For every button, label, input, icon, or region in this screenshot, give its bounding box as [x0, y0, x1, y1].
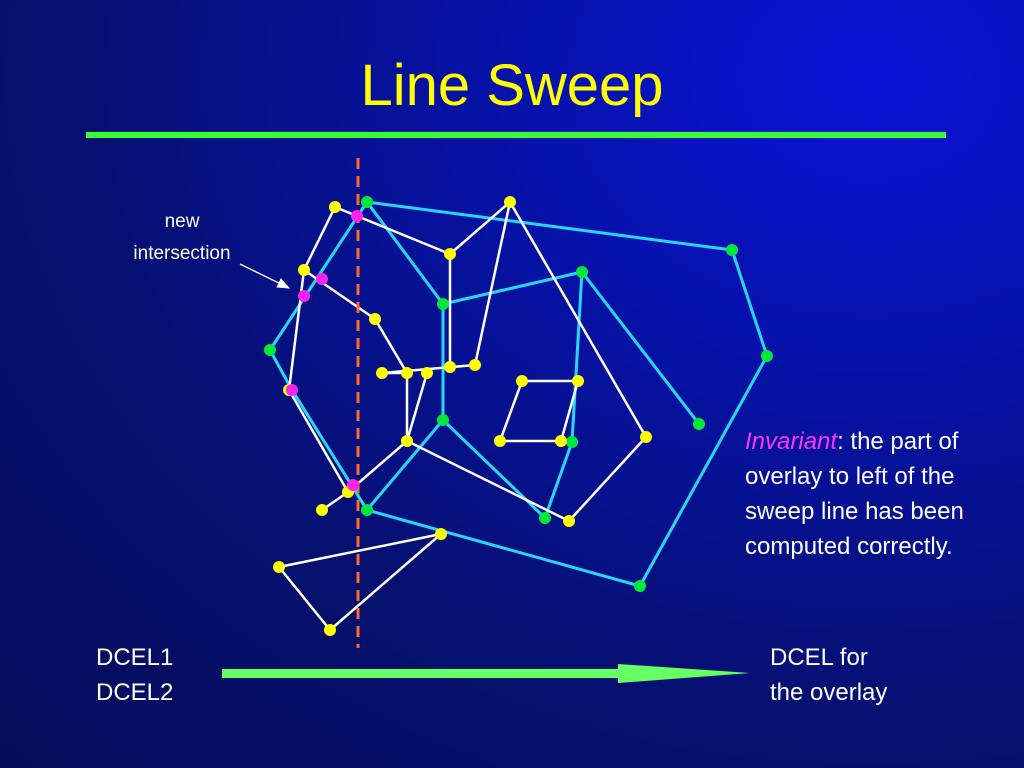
dcel1-edge-2 — [334, 205, 452, 367]
overlay-label-line2: the overlay — [770, 679, 888, 706]
dcel2-edge-1 — [268, 200, 769, 588]
dcel1-vertex-17 — [516, 375, 528, 387]
intersection-vertex-1 — [351, 210, 363, 222]
dcel1-vertex-19 — [555, 435, 567, 447]
dcel2-edge-4 — [580, 271, 701, 425]
dcel2-vertex-6 — [264, 344, 276, 356]
dcel1-edge-10 — [278, 532, 443, 632]
dcel1-vertex-11 — [421, 367, 433, 379]
dcel1-vertex-12 — [444, 361, 456, 373]
dcel2-vertex-1 — [361, 196, 373, 208]
dcel1-vertex-22 — [435, 528, 447, 540]
overlay-label-line1: DCEL for — [770, 644, 868, 671]
dcel2-vertex-12 — [693, 418, 705, 430]
dcel2-edge-3 — [365, 419, 445, 511]
dcel1-vertex-15 — [563, 515, 575, 527]
new-intersection-label-line1: new — [164, 211, 200, 232]
dcel1-vertex-14 — [401, 435, 413, 447]
overlay-dcel-label: DCEL for the overlay — [770, 640, 887, 710]
dcel2-vertex-11 — [437, 414, 449, 426]
intersection-vertex-2 — [316, 273, 328, 285]
dcel1-vertex-6 — [444, 248, 456, 260]
dcel2-vertex-10 — [539, 512, 551, 524]
dcel1-edge-7 — [449, 201, 511, 255]
dcel1-edge-5 — [405, 372, 429, 442]
dcel1-vertex-10 — [376, 367, 388, 379]
input-dcels-label: DCEL1 DCEL2 — [96, 640, 173, 710]
dcel2-label: DCEL2 — [96, 679, 174, 706]
dcel2-vertex-8 — [576, 266, 588, 278]
intersection-vertex-4 — [286, 384, 298, 396]
output-arrow — [222, 664, 750, 683]
dcel1-label: DCEL1 — [96, 644, 174, 671]
dcel1-vertex-1 — [329, 201, 341, 213]
dcel2-vertices — [264, 196, 773, 592]
dcel1-vertex-2 — [298, 264, 310, 276]
dcel2-vertex-4 — [634, 580, 646, 592]
new-intersection-label-line2: intersection — [133, 243, 231, 264]
invariant-colon: : — [837, 428, 844, 455]
dcel1-edges — [278, 200, 648, 632]
dcel2-vertex-2 — [726, 244, 738, 256]
title-underline — [86, 132, 946, 138]
dcel2-vertex-9 — [566, 436, 578, 448]
dcel1-vertex-16 — [640, 431, 652, 443]
intersection-vertices — [286, 210, 363, 491]
dcel1-vertex-13 — [469, 359, 481, 371]
dcel1-edge-9 — [498, 379, 580, 443]
dcel2-vertex-5 — [361, 504, 373, 516]
invariant-body: the part of overlay to left of the sweep… — [745, 428, 964, 560]
dcel1-vertex-5 — [316, 504, 328, 516]
dcel1-vertex-7 — [504, 196, 516, 208]
invariant-text: Invariant: the part of overlay to left o… — [745, 424, 1015, 564]
dcel2-vertex-3 — [761, 350, 773, 362]
dcel1-vertex-8 — [369, 313, 381, 325]
intersection-vertex-3 — [298, 290, 310, 302]
dcel1-vertex-9 — [401, 367, 413, 379]
dcel1-vertices — [273, 196, 652, 636]
dcel2-vertex-7 — [437, 298, 449, 310]
dcel1-vertex-23 — [324, 624, 336, 636]
invariant-keyword: Invariant — [745, 428, 838, 455]
dcel1-vertex-21 — [273, 561, 285, 573]
dcel1-vertex-20 — [494, 435, 506, 447]
new-intersection-label: new intersection — [112, 206, 252, 270]
intersection-vertex-5 — [347, 479, 359, 491]
dcel1-edge-4 — [405, 373, 647, 523]
dcel1-vertex-18 — [572, 375, 584, 387]
slide-title: Line Sweep — [360, 53, 664, 118]
annotation-pointer — [239, 263, 291, 289]
